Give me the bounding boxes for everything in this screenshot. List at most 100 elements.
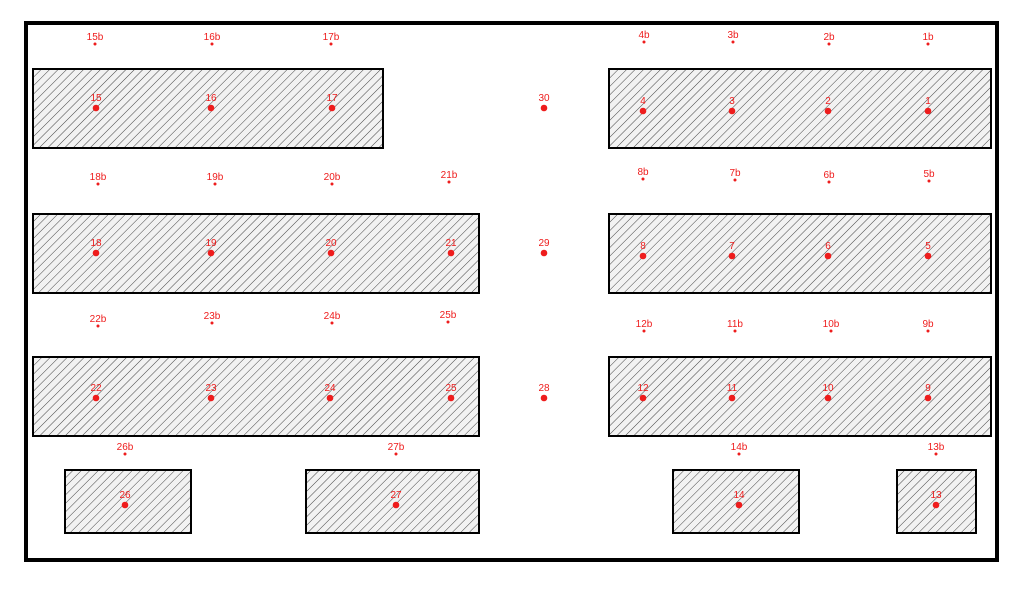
point-marker-18b — [96, 182, 100, 186]
point-label-16b: 16b — [204, 32, 221, 43]
point-label-22b: 22b — [90, 314, 107, 325]
point-label-20b: 20b — [324, 172, 341, 183]
point-22: 22 — [90, 383, 102, 402]
point-marker-12 — [639, 394, 647, 402]
point-marker-16b — [210, 42, 214, 46]
point-marker-3b — [731, 40, 735, 44]
point-1b: 1b — [922, 32, 934, 46]
point-16: 16 — [205, 93, 217, 112]
point-9: 9 — [924, 383, 932, 402]
point-13b: 13b — [928, 442, 945, 456]
point-label-2: 2 — [825, 96, 831, 107]
point-8b: 8b — [637, 167, 649, 181]
point-3: 3 — [728, 96, 736, 115]
point-label-27: 27 — [390, 490, 402, 501]
table-12-9 — [608, 356, 992, 437]
point-3b: 3b — [727, 30, 739, 44]
point-17: 17 — [326, 93, 338, 112]
point-label-24: 24 — [324, 383, 336, 394]
table-8-5 — [608, 213, 992, 294]
point-label-6b: 6b — [823, 170, 835, 181]
point-label-5b: 5b — [923, 169, 935, 180]
point-marker-6 — [824, 252, 832, 260]
point-marker-2 — [824, 107, 832, 115]
point-8: 8 — [639, 241, 647, 260]
point-22b: 22b — [90, 314, 107, 328]
point-marker-23 — [207, 394, 215, 402]
point-label-17b: 17b — [323, 32, 340, 43]
point-label-11: 11 — [727, 383, 738, 394]
point-marker-14b — [737, 452, 741, 456]
point-label-10: 10 — [822, 383, 834, 394]
point-4: 4 — [639, 96, 647, 115]
point-label-22: 22 — [90, 383, 102, 394]
point-label-7b: 7b — [729, 168, 741, 179]
point-23: 23 — [205, 383, 217, 402]
point-14b: 14b — [731, 442, 748, 456]
point-20b: 20b — [324, 172, 341, 186]
point-label-30: 30 — [538, 93, 550, 104]
point-marker-21 — [447, 249, 455, 257]
point-label-18: 18 — [90, 238, 102, 249]
point-18b: 18b — [90, 172, 107, 186]
point-label-25: 25 — [445, 383, 457, 394]
point-marker-28 — [540, 394, 548, 402]
table-15-17 — [32, 68, 384, 149]
point-marker-23b — [210, 321, 214, 325]
point-17b: 17b — [323, 32, 340, 46]
point-marker-29 — [540, 249, 548, 257]
point-marker-3 — [728, 107, 736, 115]
point-label-6: 6 — [825, 241, 831, 252]
point-label-12: 12 — [637, 383, 649, 394]
point-label-2b: 2b — [823, 32, 835, 43]
point-marker-1b — [926, 42, 930, 46]
point-label-23b: 23b — [204, 311, 221, 322]
point-marker-10 — [824, 394, 832, 402]
table-22-25 — [32, 356, 480, 437]
table-14 — [672, 469, 800, 534]
point-23b: 23b — [204, 311, 221, 325]
point-marker-27b — [394, 452, 398, 456]
point-marker-8 — [639, 252, 647, 260]
point-label-13b: 13b — [928, 442, 945, 453]
point-25b: 25b — [440, 310, 457, 324]
point-marker-4 — [639, 107, 647, 115]
point-marker-11 — [728, 394, 736, 402]
point-marker-24b — [330, 321, 334, 325]
point-10: 10 — [822, 383, 834, 402]
point-label-11b: 11b — [727, 319, 743, 330]
point-marker-7 — [728, 252, 736, 260]
point-label-17: 17 — [326, 93, 338, 104]
point-marker-12b — [642, 329, 646, 333]
point-5b: 5b — [923, 169, 935, 183]
point-5: 5 — [924, 241, 932, 260]
point-13: 13 — [930, 490, 942, 509]
point-label-21b: 21b — [441, 170, 458, 181]
table-18-21 — [32, 213, 480, 294]
point-label-26: 26 — [119, 490, 131, 501]
point-15b: 15b — [87, 32, 104, 46]
point-7b: 7b — [729, 168, 741, 182]
point-marker-6b — [827, 180, 831, 184]
point-marker-25b — [446, 320, 450, 324]
point-marker-21b — [447, 180, 451, 184]
point-19: 19 — [205, 238, 217, 257]
point-marker-9b — [926, 329, 930, 333]
table-27 — [305, 469, 480, 534]
point-12: 12 — [637, 383, 649, 402]
point-label-9b: 9b — [922, 319, 934, 330]
table-13 — [896, 469, 977, 534]
point-9b: 9b — [922, 319, 934, 333]
point-marker-5 — [924, 252, 932, 260]
point-1: 1 — [924, 96, 932, 115]
point-marker-27 — [392, 501, 400, 509]
point-label-9: 9 — [925, 383, 931, 394]
point-marker-13b — [934, 452, 938, 456]
point-marker-24 — [326, 394, 334, 402]
point-10b: 10b — [823, 319, 840, 333]
point-label-24b: 24b — [324, 311, 341, 322]
point-marker-4b — [642, 40, 646, 44]
point-label-19b: 19b — [207, 172, 224, 183]
point-12b: 12b — [636, 319, 653, 333]
